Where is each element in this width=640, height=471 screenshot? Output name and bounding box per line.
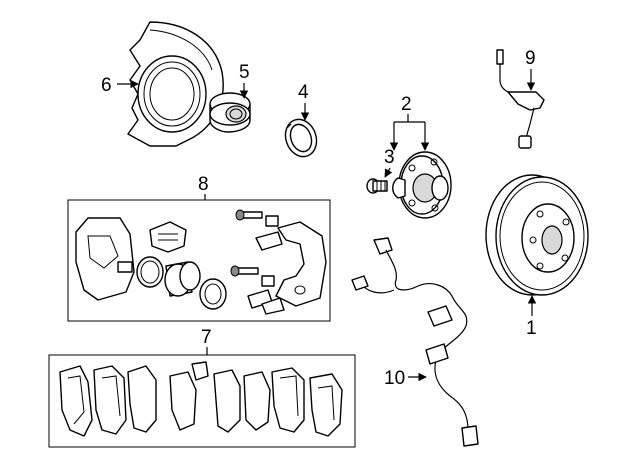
callout-4: 4 xyxy=(298,82,309,103)
brake-pads-part xyxy=(59,361,343,437)
caliper-kit-frame xyxy=(67,199,331,322)
callout-1: 1 xyxy=(526,318,537,339)
callout-5: 5 xyxy=(239,62,250,83)
leader-3 xyxy=(384,167,393,178)
callout-9: 9 xyxy=(525,48,536,69)
callout-2: 2 xyxy=(401,94,412,115)
splash-shield-part xyxy=(127,21,224,147)
brake-rotor-part xyxy=(485,174,589,296)
pad-kit-frame xyxy=(48,354,356,448)
hub-assembly-part xyxy=(392,151,452,219)
abs-sensor-part xyxy=(351,237,479,447)
callout-10: 10 xyxy=(384,368,405,389)
callout-3: 3 xyxy=(384,147,395,168)
callout-8: 8 xyxy=(198,174,209,195)
callout-7: 7 xyxy=(201,327,212,348)
callout-6: 6 xyxy=(101,75,112,96)
snap-ring-part xyxy=(284,118,318,158)
wheel-bearing-part xyxy=(209,92,251,133)
wear-sensor-part xyxy=(496,49,545,149)
hub-bolt-part xyxy=(366,178,388,194)
caliper-assembly-part xyxy=(75,209,327,315)
